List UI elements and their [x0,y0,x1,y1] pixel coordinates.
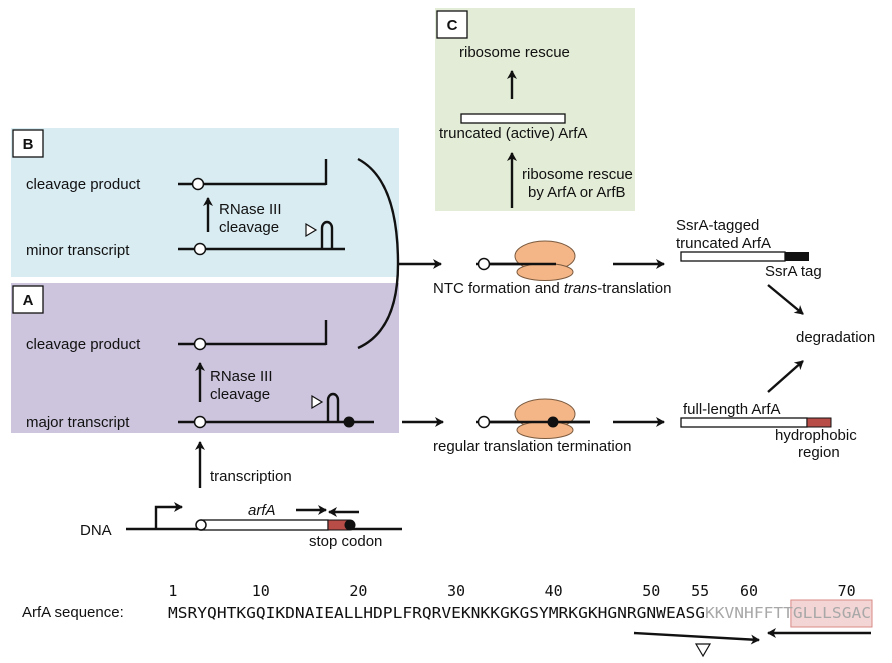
panel-b-rnase-line1: RNase III [219,201,282,218]
panel-b-minor-transcript-label: minor transcript [26,242,130,259]
panel-b-label: B [23,136,34,153]
dna-label: DNA [80,522,112,539]
stop-codon-label: stop codon [309,533,382,550]
ntc-italic: trans [564,280,598,297]
panel-a-rnase-line1: RNase III [210,368,273,385]
sequence-black: MSRYQHTKGQIKDNAIEALLHDPLFRQRVEKNKKGKGSYM… [168,604,705,622]
panel-a-label-box [12,285,44,314]
hydrophobic-sequence-highlight [790,599,873,628]
arfA-gene-label: arfA [248,502,276,519]
panel-b-minor-transcript-start [193,242,207,256]
panel-c-background [435,8,635,211]
sequence-index-20: 20 [349,582,367,600]
arrow-ssra-to-degradation [767,284,804,315]
ntc-label: NTC formation and trans-translation [433,280,671,297]
panel-b-label-box [12,129,44,158]
sequence-boxed: GLLLSGAC [793,604,871,622]
panel-a-stem-loop [326,392,340,422]
regular-mrna-start [477,415,491,429]
panel-b-stem-loop [320,220,334,249]
degradation-label: degradation [796,329,875,346]
ssra-line1: SsrA-tagged [676,217,759,234]
sequence-index-30: 30 [447,582,465,600]
ssra-tag-label: SsrA tag [765,263,822,280]
panel-a-major-transcript-label: major transcript [26,414,130,431]
hydrophobic-line2: region [798,444,840,461]
panel-c-rescue-by-line1: ribosome rescue [522,166,633,183]
sequence-index-1: 1 [168,582,177,600]
panel-a-rnase-line2: cleavage [210,386,270,403]
sequence-index-55: 55 [691,582,709,600]
panel-a-stop-codon-dot [343,416,355,428]
stop-codon-dot [344,519,356,531]
panel-a-label: A [23,292,34,309]
full-length-protein-bar [680,417,808,428]
cleavage-site-triangle-under-sequence [694,643,712,658]
hydrophobic-line1: hydrophobic [775,427,857,444]
panel-c-rescue-by-line2: by ArfA or ArfB [528,184,626,201]
regular-stop-dot [547,416,559,428]
ssra-protein-bar [680,251,786,262]
full-length-label: full-length ArfA [683,401,781,418]
panel-a-cleavage-product-label: cleavage product [26,336,141,353]
panel-a-cleavage-site-triangle [311,394,324,410]
panel-b-rnase-line2: cleavage [219,219,279,236]
panel-a-major-transcript-start [193,415,207,429]
regular-termination-label: regular translation termination [433,438,631,455]
panel-c-label: C [447,17,458,34]
panel-c-ribosome-rescue-top: ribosome rescue [459,44,570,61]
ntc-suffix: -translation [597,280,671,297]
panel-b-cleavage-site-triangle [305,222,318,238]
sequence-index-10: 10 [252,582,270,600]
ssra-line2: truncated ArfA [676,235,771,252]
panel-b-cleavage-product-label: cleavage product [26,176,141,193]
hydrophobic-region-bar [806,417,832,428]
arfA-sequence: MSRYQHTKGQIKDNAIEALLHDPLFRQRVEKNKKGKGSYM… [168,604,871,622]
panel-b-cleavage-product-start [191,177,205,191]
sequence-forward-arrow [633,631,760,645]
regular-ribosome-small-subunit [516,421,574,439]
transcription-label: transcription [210,468,292,485]
arfA-gene-bar [200,519,329,531]
bracket-join [357,157,400,350]
sequence-index-40: 40 [545,582,563,600]
sequence-numbers: 1 10 20 30 40 50 55 60 70 [168,582,855,600]
ntc-ribosome-small-subunit [516,263,574,281]
ssra-tag-bar [785,252,809,261]
sequence-grey: KKVNHFFTT [705,604,793,622]
ntc-mrna-start [477,257,491,271]
panel-c-truncated-label: truncated (active) ArfA [439,125,587,142]
sequence-index-70: 70 [838,582,856,600]
sequence-label: ArfA sequence: [22,604,124,621]
panel-c-label-box [436,10,468,39]
sequence-index-50: 50 [642,582,660,600]
ntc-prefix: NTC formation and [433,280,564,297]
arfA-gene-start [195,519,207,531]
arrow-full-to-degradation [767,360,804,393]
promoter-arrow [154,502,183,529]
panel-a-cleavage-product-start [193,337,207,351]
panel-a-background [11,283,399,433]
panel-c-truncated-bar [460,113,566,124]
sequence-index-60: 60 [740,582,758,600]
